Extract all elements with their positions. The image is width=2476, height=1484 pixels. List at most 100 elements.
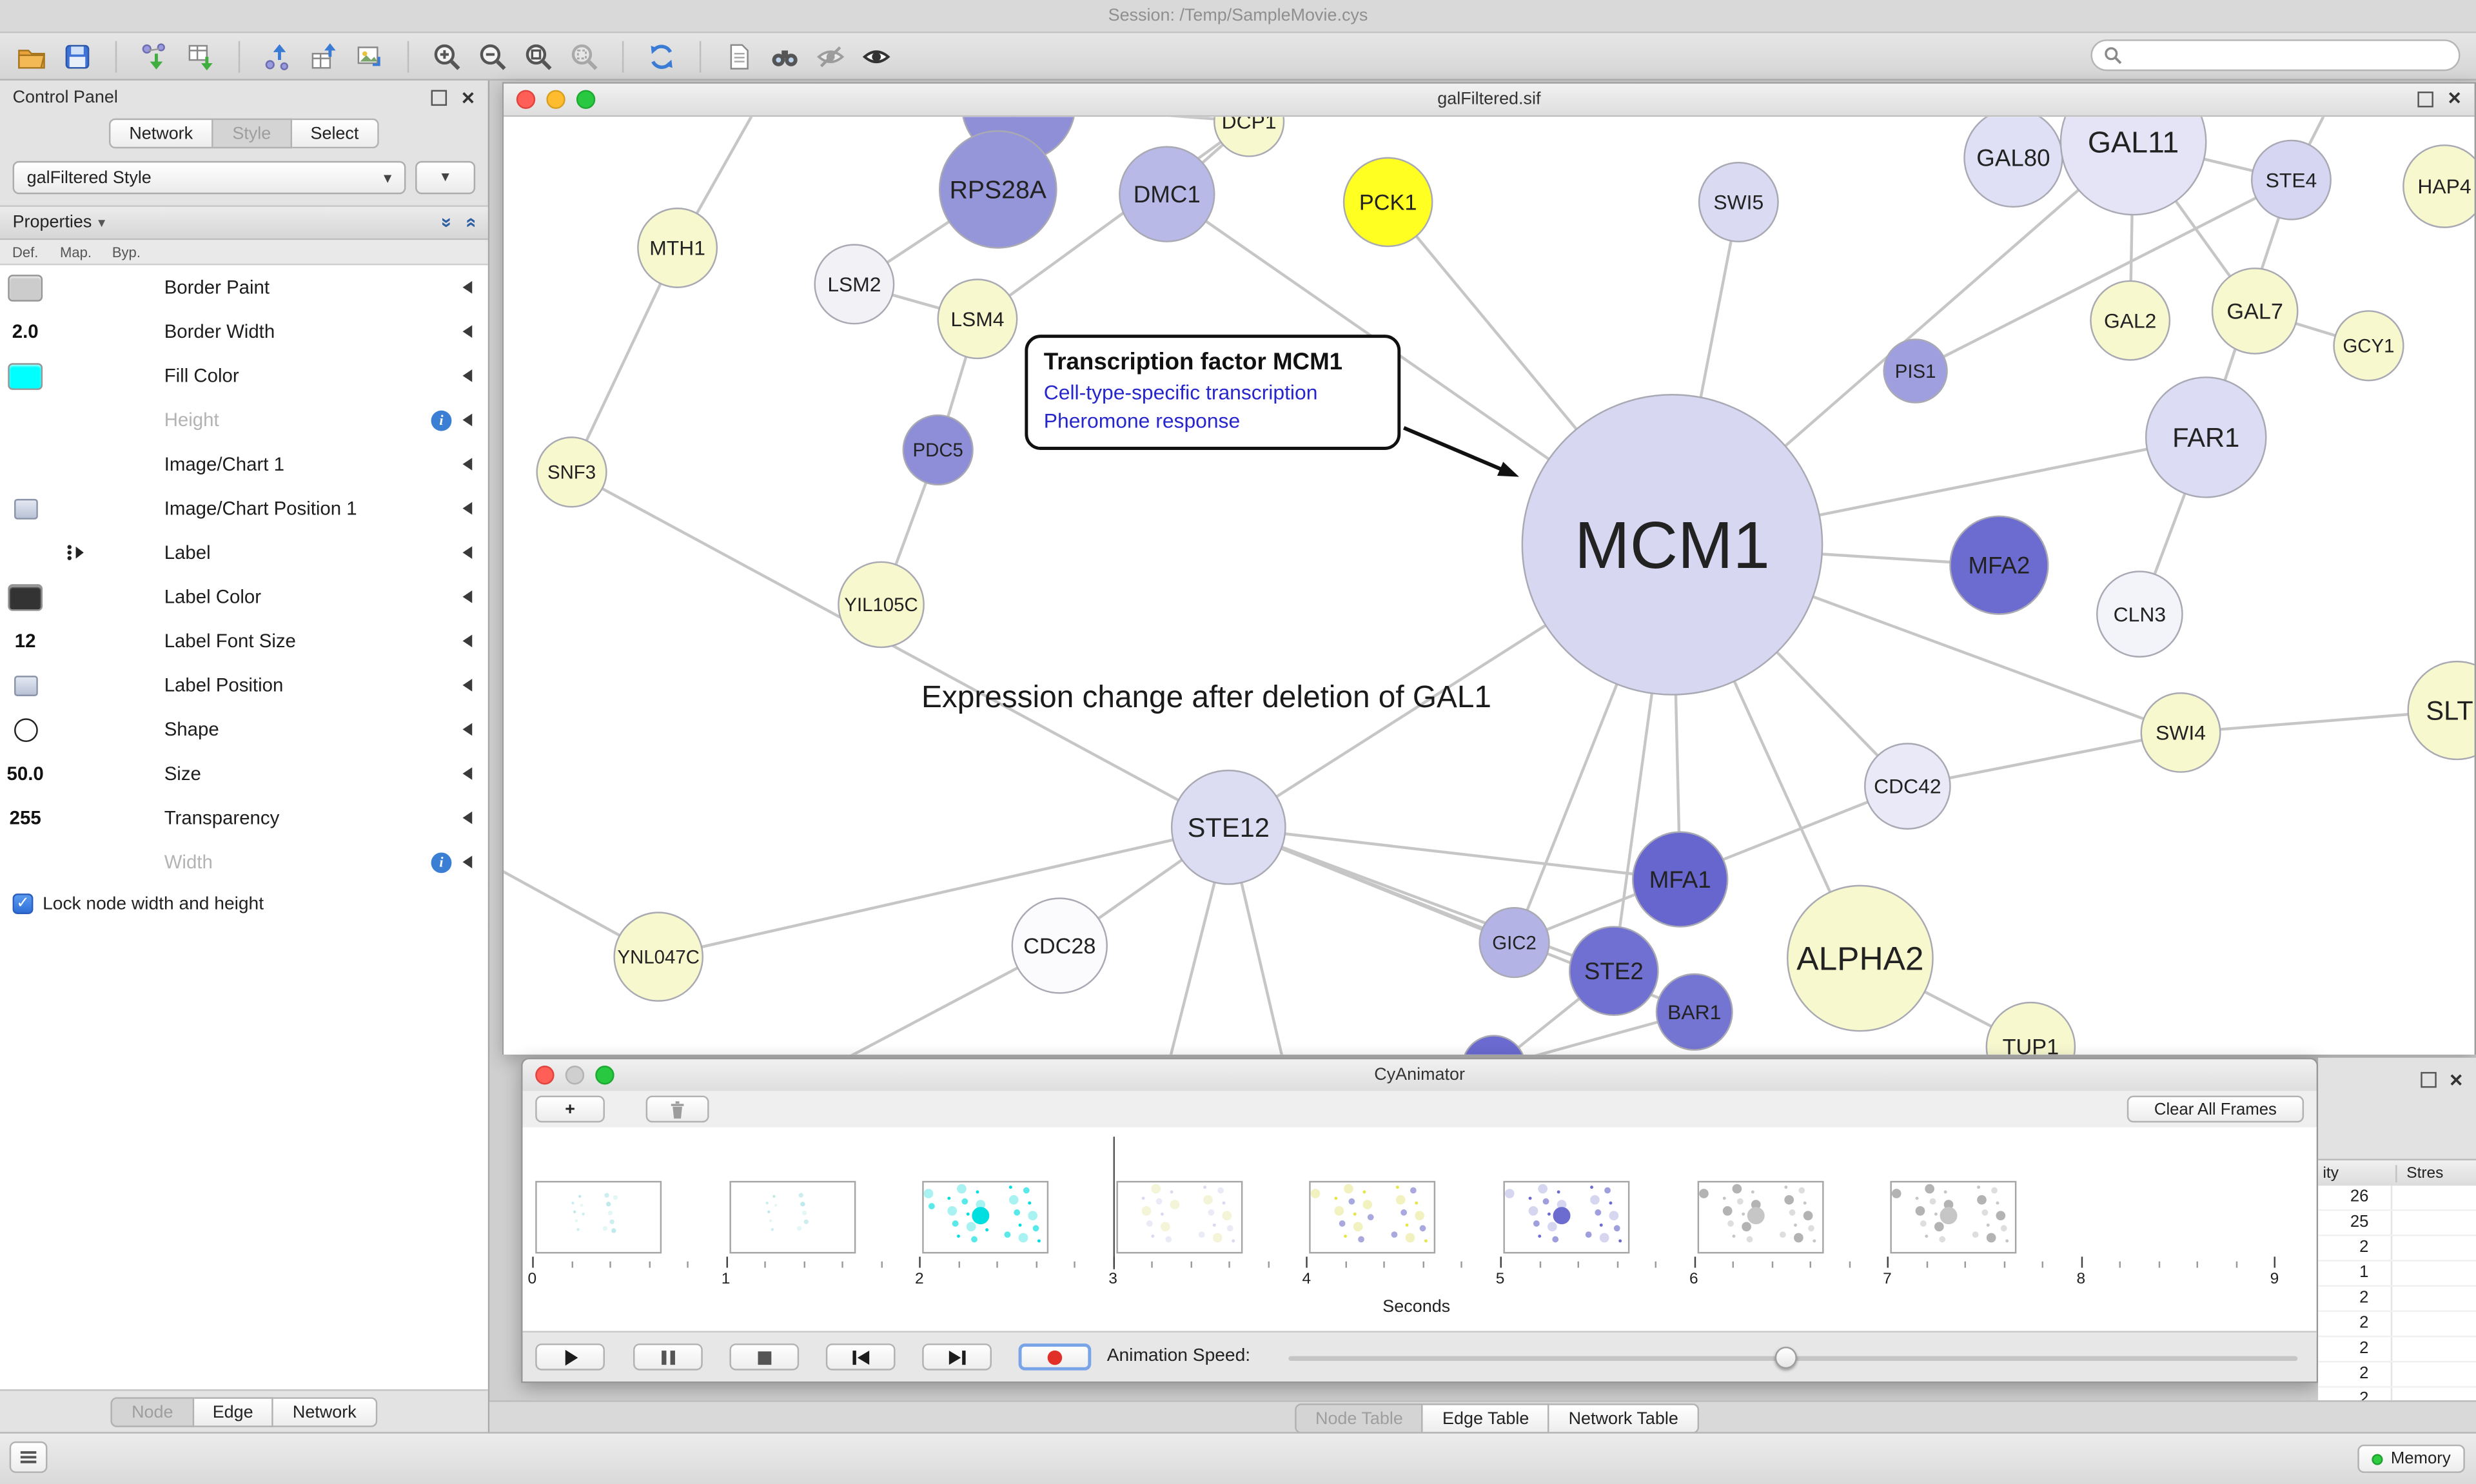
table-row[interactable]: 2 [2318,1337,2476,1363]
export-table-icon[interactable] [305,37,343,75]
log-console-button[interactable] [9,1441,48,1473]
record-button[interactable] [1018,1343,1092,1371]
edge[interactable] [571,471,1230,829]
edge[interactable] [658,826,1229,959]
table-row[interactable]: 25 [2318,1211,2476,1236]
close-window-icon[interactable] [516,90,536,109]
node-bar1[interactable] [1655,973,1733,1051]
expand-row-icon[interactable] [462,723,473,736]
tab-node-table[interactable]: Node Table [1295,1403,1424,1434]
def-cell[interactable]: 2.0 [0,320,50,342]
float-panel-icon[interactable] [2420,1071,2437,1088]
minimize-window-icon[interactable] [546,90,565,109]
add-frame-button[interactable]: + [535,1095,605,1123]
def-cell[interactable]: 12 [0,630,50,652]
edge[interactable] [1914,179,2292,373]
frame-thumbnail-1[interactable] [729,1180,856,1254]
expand-row-icon[interactable] [462,634,473,648]
clear-all-frames-button[interactable]: Clear All Frames [2127,1095,2304,1123]
animation-speed-thumb[interactable] [1774,1346,1797,1369]
expand-row-icon[interactable] [462,325,473,338]
def-cell[interactable] [0,718,50,741]
table-row[interactable]: 2 [2318,1236,2476,1262]
node-slt2[interactable] [2407,660,2475,761]
tab-edge-style[interactable]: Edge [193,1397,274,1427]
table-row[interactable]: 2 [2318,1362,2476,1388]
node-pck1[interactable] [1342,157,1433,248]
expand-row-icon[interactable] [462,546,473,559]
node-gcy1[interactable] [2333,310,2404,382]
node-mth1[interactable] [637,208,718,288]
memory-button[interactable]: Memory [2357,1444,2465,1473]
property-row-border-paint[interactable]: Border Paint [0,265,488,309]
def-cell[interactable]: 50.0 [0,763,50,785]
annotation-arrow[interactable] [1402,425,1509,474]
pause-button[interactable] [633,1343,703,1371]
expand-row-icon[interactable] [462,458,473,471]
node-ste2[interactable] [1569,926,1659,1016]
property-row-label[interactable]: Label [0,531,488,575]
node-swi4[interactable] [2140,692,2221,773]
lock-size-checkbox[interactable] [12,893,34,914]
node-snf3[interactable] [536,436,607,508]
color-swatch[interactable] [8,362,43,389]
node-gic2[interactable] [1479,906,1550,979]
properties-header[interactable]: Properties » » [0,205,488,240]
node-alpha2[interactable] [1787,884,1934,1032]
frame-thumbnail-3[interactable] [1115,1180,1243,1254]
style-select[interactable]: galFiltered Style [12,161,406,195]
tab-edge-table[interactable]: Edge Table [1423,1403,1550,1434]
node-gal7[interactable] [2211,268,2299,355]
delete-frame-button[interactable] [645,1095,709,1123]
frame-thumbnail-2[interactable] [922,1180,1049,1254]
color-swatch[interactable] [8,273,43,301]
save-session-icon[interactable] [59,37,97,75]
minimize-window-icon[interactable] [565,1066,585,1085]
cyanimator-titlebar[interactable]: CyAnimator [522,1059,2317,1093]
node-far1[interactable] [2145,376,2267,498]
stop-button[interactable] [729,1343,800,1371]
property-row-label-position[interactable]: Label Position [0,663,488,708]
color-swatch[interactable] [8,583,43,610]
table-row[interactable]: 26 [2318,1186,2476,1211]
node-ynl047c[interactable] [613,912,704,1002]
network-canvas[interactable]: RPS28BDCP1RPS28ADMC1PCK1SWI5GAL80GAL11ST… [504,117,2475,1055]
table-row[interactable]: 2 [2318,1286,2476,1313]
snapshot-icon[interactable] [720,37,758,75]
maximize-window-icon[interactable] [576,90,596,109]
zoom-in-icon[interactable] [428,37,466,75]
close-view-icon[interactable] [2447,88,2462,109]
expand-row-icon[interactable] [462,811,473,825]
expand-row-icon[interactable] [462,280,473,294]
float-window-icon[interactable] [2417,90,2433,107]
style-options-button[interactable] [415,161,476,195]
node-pdc5[interactable] [902,414,974,486]
zoom-out-icon[interactable] [474,37,512,75]
node-gal2[interactable] [2090,280,2171,361]
edge[interactable] [570,247,679,473]
expand-row-icon[interactable] [462,413,473,427]
expand-row-icon[interactable] [462,502,473,515]
expand-all-icon[interactable]: » [435,217,458,228]
expand-row-icon[interactable] [462,679,473,692]
maximize-window-icon[interactable] [595,1066,614,1085]
def-cell[interactable] [0,583,50,610]
property-row-image-chart-1[interactable]: Image/Chart 1 [0,442,488,487]
node-pis1[interactable] [1883,338,1948,404]
frame-thumbnail-5[interactable] [1503,1180,1630,1254]
node-cdc42[interactable] [1864,743,1951,830]
play-button[interactable] [535,1343,605,1371]
search-input[interactable] [2130,44,2448,66]
network-window-titlebar[interactable]: galFiltered.sif [504,83,2475,117]
node-cdc28[interactable] [1011,897,1108,994]
collapse-all-icon[interactable]: » [458,217,482,228]
expand-row-icon[interactable] [462,590,473,603]
edge[interactable] [976,120,1250,320]
node-mfa1[interactable] [1632,831,1729,928]
zoom-selected-icon[interactable] [565,37,604,75]
table-row[interactable]: 1 [2318,1261,2476,1287]
tab-style[interactable]: Style [213,118,292,149]
import-table-icon[interactable] [182,37,220,75]
